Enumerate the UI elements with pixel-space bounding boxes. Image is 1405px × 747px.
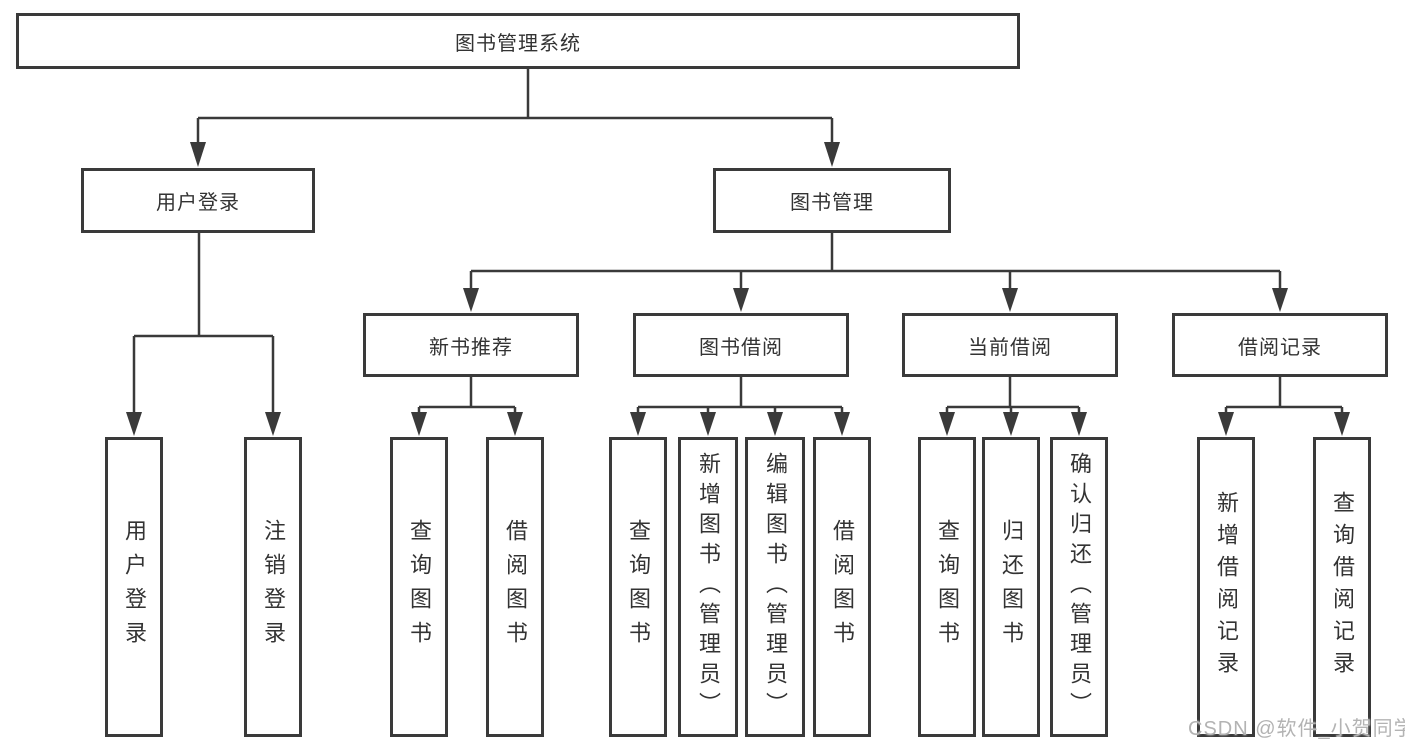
csdn-watermark: CSDN @软件_小贺同学	[1188, 718, 1405, 740]
leaf-query-books-borrowing: 查询图书	[609, 437, 667, 737]
leaf-user-login: 用户登录	[105, 437, 163, 737]
leaf-add-borrow-record: 新增借阅记录	[1197, 437, 1255, 737]
leaf-return-books: 归还图书	[982, 437, 1040, 737]
leaf-logout: 注销登录	[244, 437, 302, 737]
node-user-login: 用户登录	[81, 168, 315, 233]
leaf-borrow-books-recommend: 借阅图书	[486, 437, 544, 737]
leaf-borrow-books-borrowing: 借阅图书	[813, 437, 871, 737]
node-book-management: 图书管理	[713, 168, 951, 233]
node-library-system: 图书管理系统	[16, 13, 1020, 69]
leaf-query-books-recommend: 查询图书	[390, 437, 448, 737]
leaf-query-books-current: 查询图书	[918, 437, 976, 737]
leaf-edit-books-admin: 编辑图书（管理员）	[745, 437, 805, 737]
leaf-add-books-admin: 新增图书（管理员）	[678, 437, 738, 737]
leaf-query-borrow-record: 查询借阅记录	[1313, 437, 1371, 737]
node-book-borrowing: 图书借阅	[633, 313, 849, 377]
node-borrowing-records: 借阅记录	[1172, 313, 1388, 377]
node-current-borrowing: 当前借阅	[902, 313, 1118, 377]
node-new-book-recommend: 新书推荐	[363, 313, 579, 377]
leaf-confirm-return-admin: 确认归还（管理员）	[1050, 437, 1108, 737]
